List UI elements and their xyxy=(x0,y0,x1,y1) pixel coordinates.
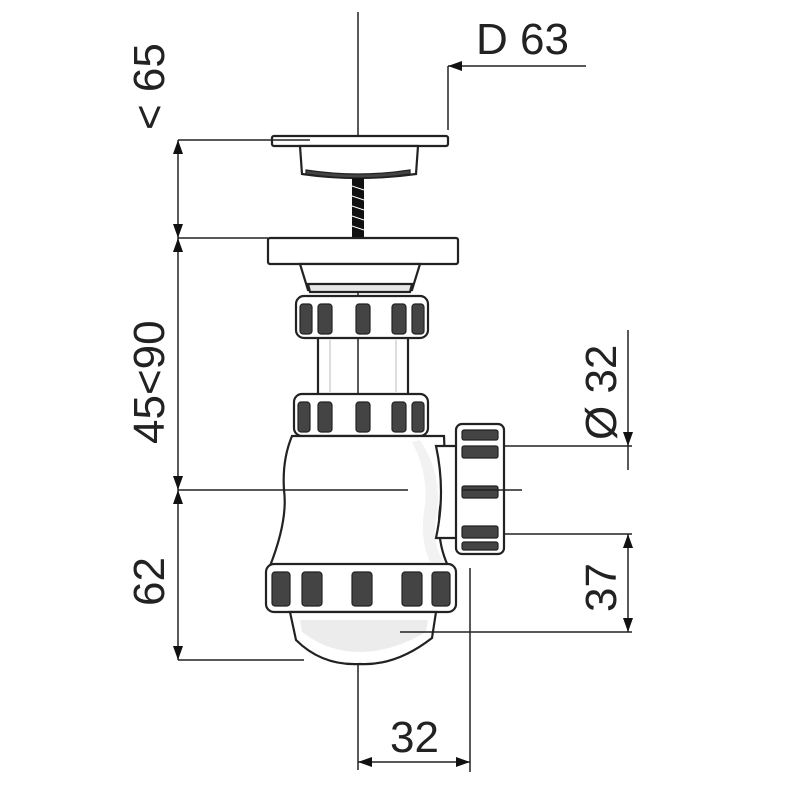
label-top-diameter: D 63 xyxy=(476,15,569,64)
dimension-top-diameter: D 63 xyxy=(447,15,586,130)
drain-plug xyxy=(270,134,450,180)
bottom-cap xyxy=(288,610,438,666)
middle-nut xyxy=(292,392,430,438)
label-outlet-diameter: Ø 32 xyxy=(577,345,626,440)
dimension-outlet-height: 37 xyxy=(400,533,633,633)
dimension-trap-height: 62 xyxy=(125,489,408,661)
label-trap-height: 62 xyxy=(125,557,174,606)
dimension-adjustable-height: 45<90 xyxy=(125,237,268,490)
bottom-nut xyxy=(264,562,458,614)
plug-screw xyxy=(351,178,365,238)
side-outlet xyxy=(434,422,506,556)
label-plug-height: < 65 xyxy=(125,43,174,130)
vertical-tube xyxy=(316,338,410,394)
dimension-outlet-diameter: Ø 32 xyxy=(462,330,633,491)
trap-body xyxy=(268,434,450,568)
sink-flange xyxy=(266,236,460,294)
upper-nut xyxy=(294,294,430,340)
dimension-plug-height: < 65 xyxy=(125,43,310,238)
label-adjustable-height: 45<90 xyxy=(125,320,174,444)
label-outlet-height: 37 xyxy=(577,563,626,612)
dimension-offset: 32 xyxy=(358,568,471,772)
label-offset: 32 xyxy=(390,713,439,762)
